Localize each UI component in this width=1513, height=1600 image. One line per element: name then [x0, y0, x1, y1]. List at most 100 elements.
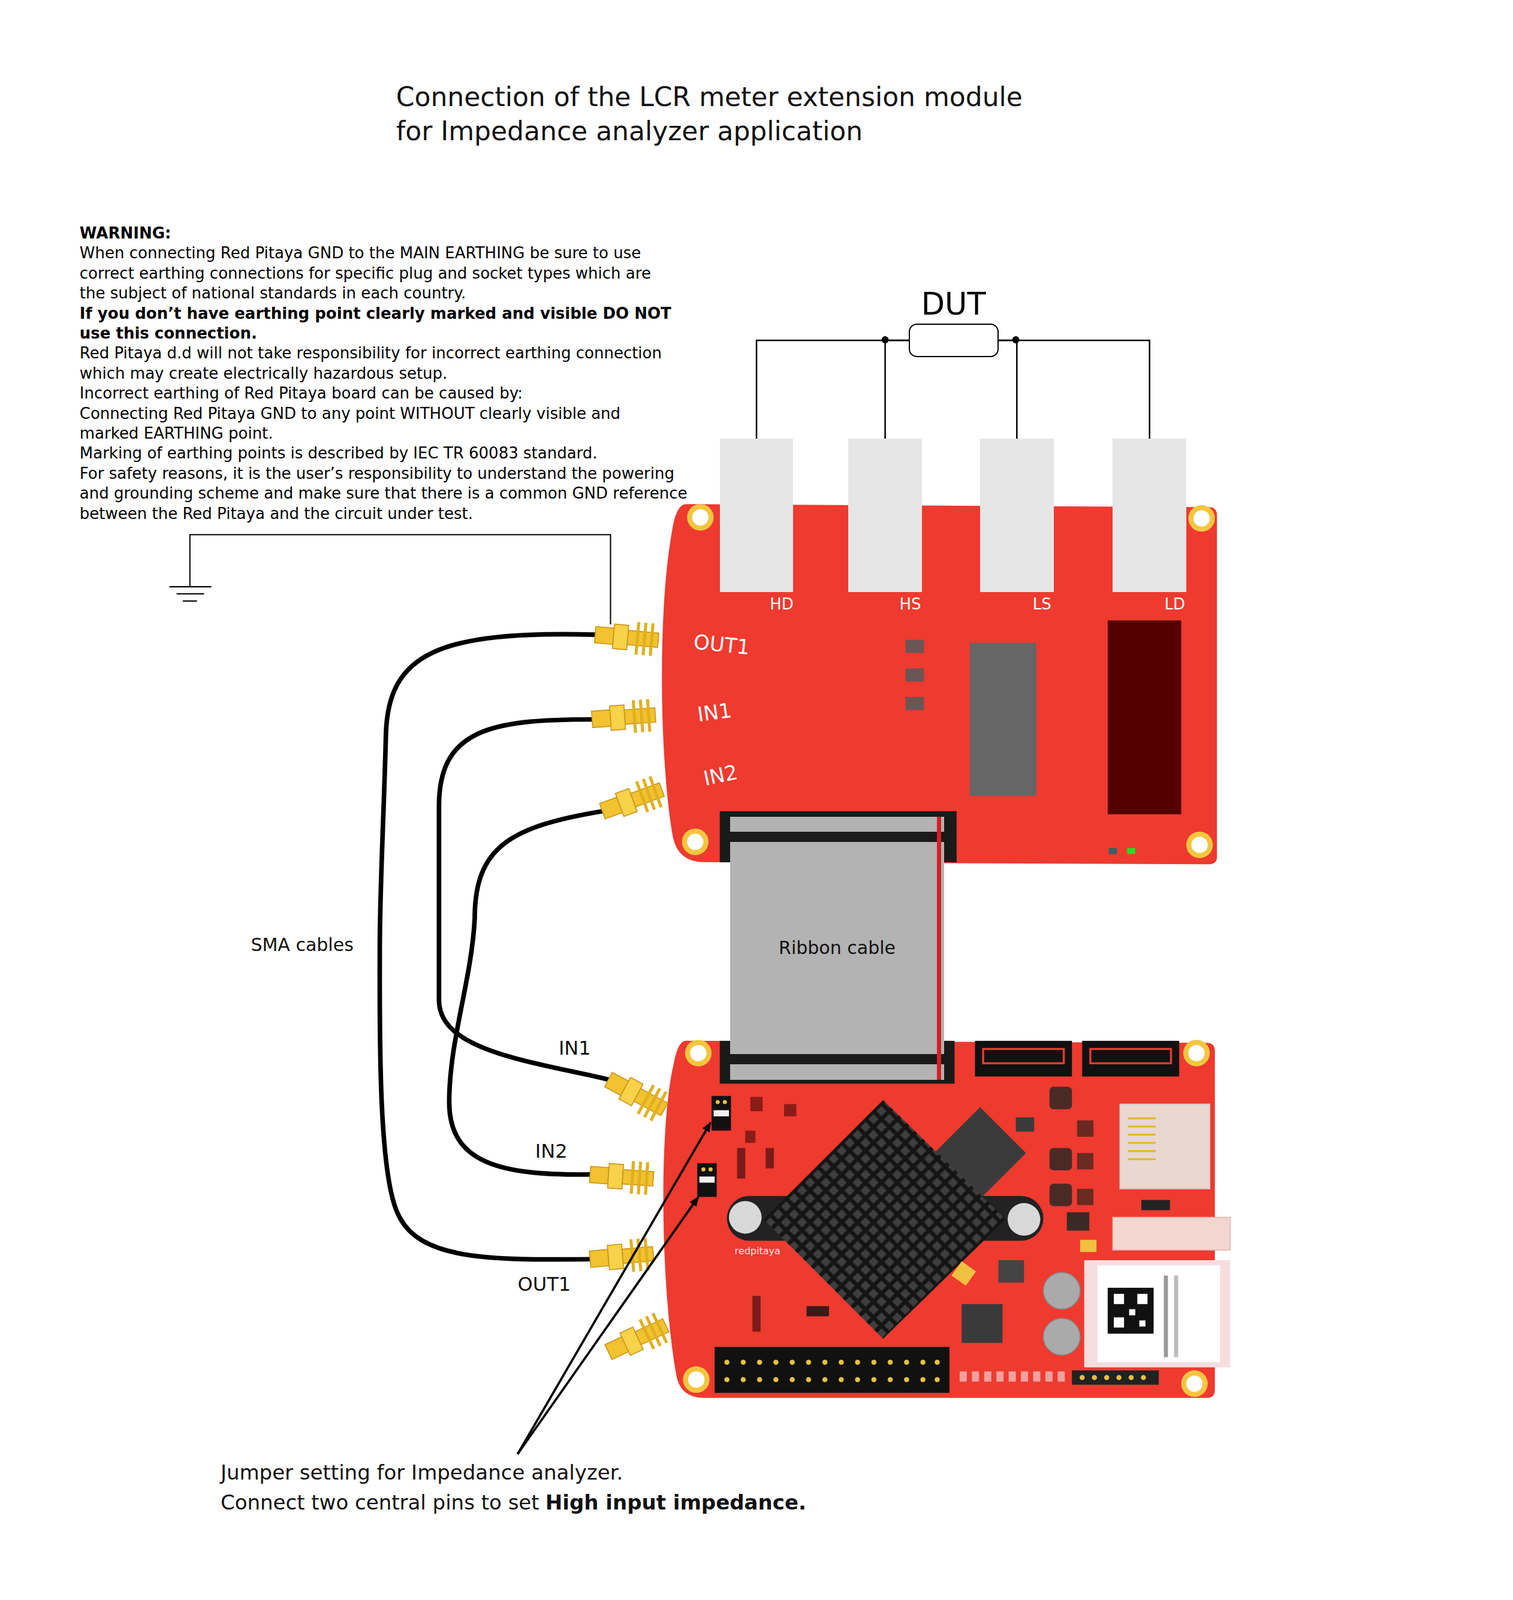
red-pitaya-board-part: [1080, 1240, 1097, 1253]
red-pitaya-board-part: [685, 1040, 712, 1067]
red-pitaya-board-part: [1049, 1086, 1072, 1109]
port-label: IN1: [695, 698, 734, 727]
note-line: Connect two central pins to setHigh inpu…: [220, 1490, 807, 1516]
red-pitaya-board-part-part: [1128, 1150, 1156, 1153]
ground-symbol-part: [182, 600, 198, 602]
red-pitaya-board-part: [728, 1201, 762, 1234]
sma-cable-part: [438, 719, 609, 1080]
warning-text: For safety reasons, it is the user’s res…: [79, 463, 704, 524]
red-pitaya-board-part-part: [934, 1377, 940, 1383]
red-pitaya-board-part: [1141, 1200, 1171, 1211]
red-pitaya-board-part-part: [740, 1377, 747, 1383]
red-pitaya-board-part-part: [1128, 1134, 1156, 1136]
red-pitaya-board-part: [724, 1360, 940, 1383]
note-text: Connect two central pins to set: [220, 1490, 540, 1515]
terminal-block: LD: [1112, 438, 1187, 593]
sma-connector-part: [591, 698, 657, 737]
red-pitaya-board-part-part: [838, 1377, 845, 1383]
red-pitaya-board-part-part: [1104, 1375, 1110, 1382]
red-pitaya-board-part: [806, 1306, 829, 1317]
red-pitaya-board-part-part: [1128, 1141, 1156, 1144]
red-pitaya-board-part-part: [773, 1360, 779, 1366]
red-pitaya-board-part-part: [934, 1360, 940, 1366]
red-pitaya-board-part: [784, 1104, 797, 1117]
terminal-block: HS: [848, 438, 922, 593]
red-pitaya-board-part: [1112, 1217, 1231, 1250]
red-pitaya-board-part-part: [1091, 1375, 1097, 1382]
warning-text: If you don’t have earthing point clearly…: [79, 303, 680, 345]
red-pitaya-board-part: [1077, 1153, 1094, 1170]
ribbon-cable: Ribbon cable: [730, 817, 945, 1081]
terminal-block: LS: [980, 438, 1054, 593]
lcr-board-part: [969, 643, 1037, 797]
red-pitaya-board-part: [1139, 1320, 1146, 1327]
red-pitaya-board-part: [737, 1148, 746, 1180]
red-pitaya-board-part-part: [757, 1377, 763, 1383]
cable-label: Ribbon cable: [778, 937, 896, 960]
red-pitaya-board-part: [765, 1148, 774, 1169]
red-pitaya-board-part-part: [806, 1360, 812, 1366]
red-pitaya-board-part: [1164, 1276, 1169, 1358]
red-pitaya-board-part-part: [871, 1360, 877, 1366]
jumper-part: [713, 1110, 729, 1117]
note-text: High input impedance.: [545, 1490, 807, 1515]
circuit-wire: [756, 340, 909, 439]
red-pitaya-board-part-part: [740, 1360, 747, 1366]
warning-heading: WARNING:: [79, 223, 680, 244]
terminal-label: HS: [899, 595, 922, 614]
red-pitaya-board-part-part: [1128, 1375, 1135, 1382]
sma-cable-part: [448, 811, 602, 1175]
cable-label: SMA cables: [250, 935, 354, 957]
red-pitaya-board-part: [1067, 1212, 1090, 1232]
red-pitaya-board-part: [1043, 1318, 1081, 1356]
terminal-label: LS: [1032, 595, 1052, 614]
port-label: IN2: [701, 760, 740, 791]
sma-connector-part: [588, 1237, 655, 1276]
red-pitaya-board-part: [1174, 1276, 1179, 1358]
leader-arrow-part: [517, 1122, 711, 1455]
red-pitaya-board-part: [1090, 1049, 1172, 1064]
circuit-wire: [998, 340, 1018, 439]
red-pitaya-board-part: [745, 1131, 756, 1144]
warning-text: Connecting Red Pitaya GND to any point W…: [79, 404, 680, 445]
red-pitaya-board-part-part: [1079, 1375, 1085, 1382]
red-pitaya-board-part: [1119, 1104, 1210, 1189]
red-pitaya-board-part-part: [1020, 1372, 1029, 1383]
red-pitaya-board-part: [1077, 1189, 1094, 1206]
warning-text: Marking of earthing points is described …: [79, 443, 680, 464]
red-pitaya-board-part: [998, 1260, 1025, 1283]
red-pitaya-board-part: [1071, 1370, 1159, 1386]
lcr-board-part: [1188, 505, 1215, 532]
red-pitaya-board-part: [983, 1049, 1065, 1064]
ground-symbol: [169, 534, 611, 625]
red-pitaya-board-part: [1113, 1317, 1124, 1328]
ribbon-red-wire: [936, 817, 942, 1081]
sma-connector: [588, 618, 673, 1368]
leader-arrow-part: [517, 1197, 698, 1455]
lcr-board-part: [682, 829, 709, 856]
port-label: OUT1: [692, 630, 752, 660]
red-pitaya-board-part-part: [789, 1360, 795, 1366]
circuit-wire: [885, 340, 909, 439]
logo-text: redpitaya: [734, 1246, 781, 1258]
red-pitaya-board-part: [682, 1366, 710, 1394]
red-pitaya-board-part: [951, 1261, 976, 1287]
lcr-board-part: [1186, 832, 1213, 859]
terminal-label: HD: [769, 595, 794, 614]
lcr-board-part: [905, 697, 925, 711]
red-pitaya-board-part-part: [1033, 1372, 1041, 1383]
diagram-title: Connection of the LCR meter extension mo…: [396, 79, 1062, 149]
lcr-board-part: [905, 668, 925, 682]
red-pitaya-board-part: [1007, 1203, 1041, 1237]
terminal-block: HD: [719, 438, 794, 593]
leader-arrow: [517, 1122, 711, 1455]
red-pitaya-board-part: [1079, 1375, 1147, 1382]
jumper: [697, 1096, 731, 1198]
port-label: IN1: [558, 1037, 592, 1060]
red-pitaya-board-part: [1016, 1117, 1035, 1133]
red-pitaya-board-part: [959, 1372, 1065, 1383]
red-pitaya-board-part-part: [959, 1372, 967, 1383]
sma-cable: [379, 634, 609, 1260]
